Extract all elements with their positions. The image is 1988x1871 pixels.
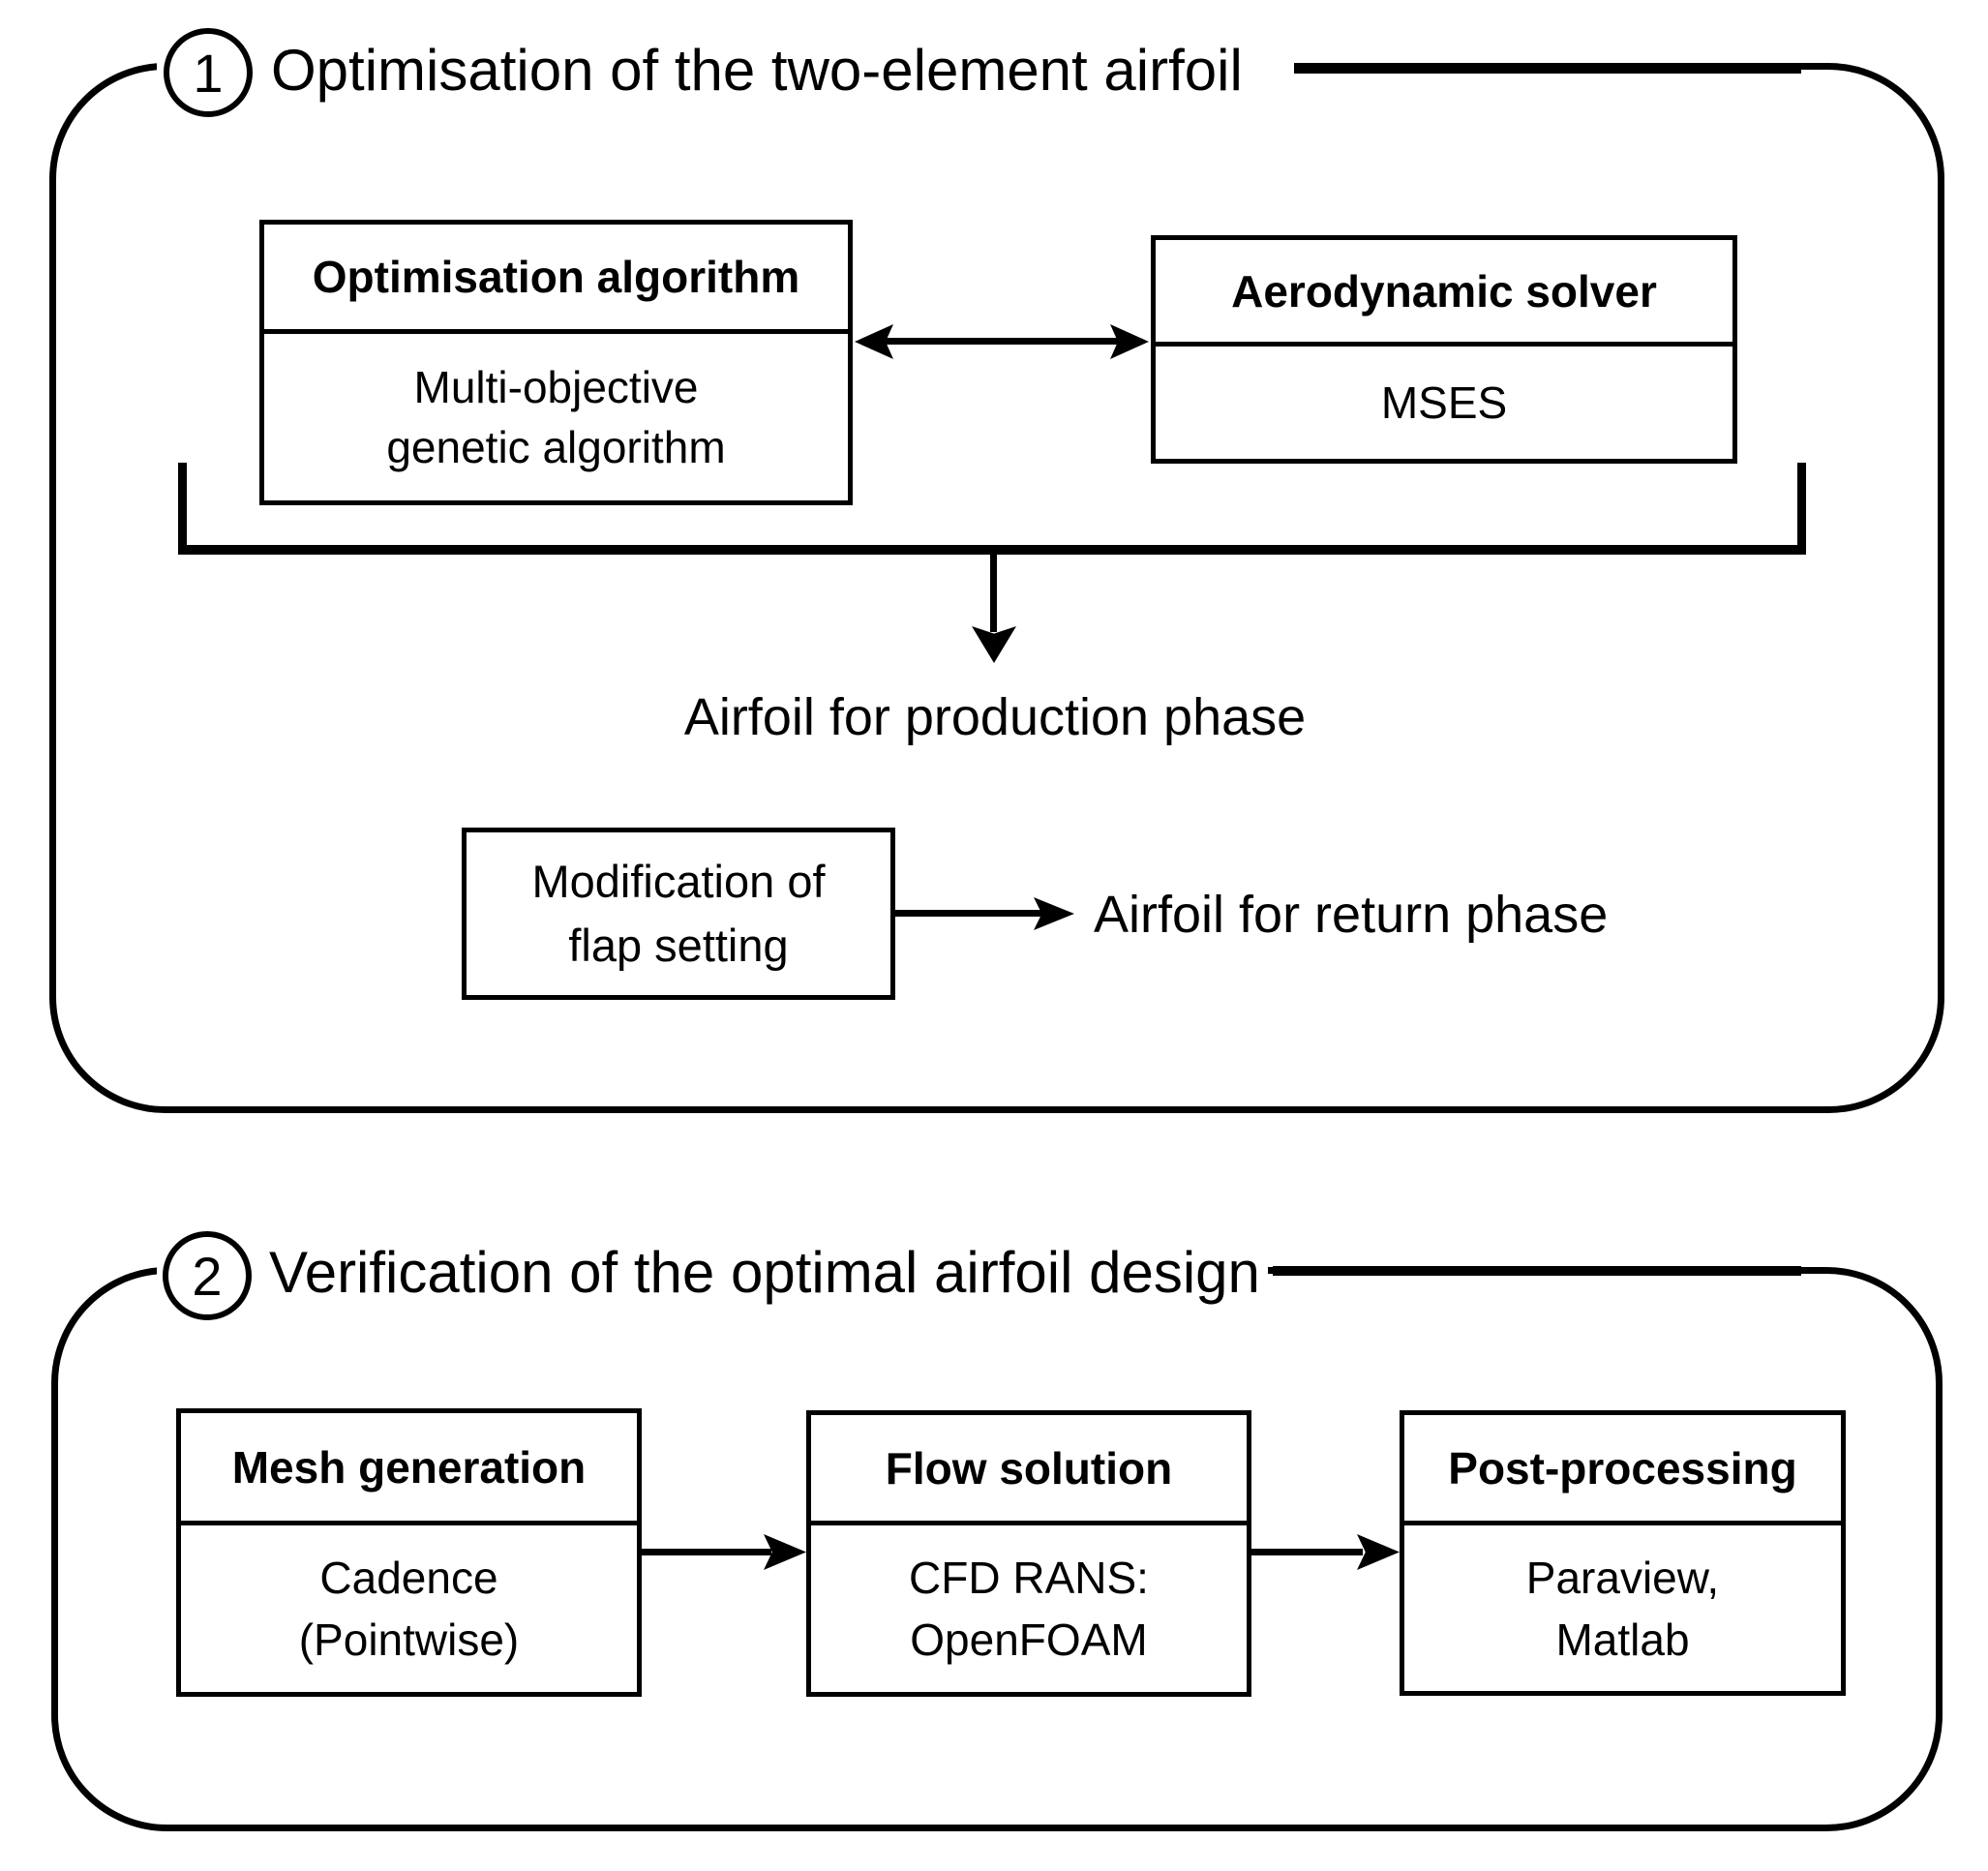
down-arrow-shaft [990, 555, 997, 632]
section-1-title: Optimisation of the two-element airfoil [263, 37, 1250, 105]
flow-solution-line1: CFD RANS: [909, 1553, 1149, 1603]
flow-solution-line2: OpenFOAM [910, 1614, 1148, 1665]
section-2-number: 2 [192, 1245, 223, 1307]
mesh-generation-box: Mesh generation Cadence (Pointwise) [176, 1408, 642, 1697]
mesh-generation-line2: (Pointwise) [298, 1614, 520, 1665]
return-arrow-shaft [895, 910, 1042, 917]
mesh-generation-body: Cadence (Pointwise) [181, 1525, 637, 1692]
flap-modification-box: Modification of flap setting [462, 828, 895, 1000]
post-processing-body: Paraview, Matlab [1404, 1525, 1841, 1691]
mesh-generation-line1: Cadence [319, 1553, 498, 1603]
section-2-number-badge: 2 [163, 1231, 252, 1320]
flow-to-post-arrow-shaft [1251, 1549, 1363, 1555]
aerodynamic-solver-header: Aerodynamic solver [1156, 240, 1732, 347]
aerodynamic-solver-box: Aerodynamic solver MSES [1151, 235, 1737, 464]
post-processing-header: Post-processing [1404, 1415, 1841, 1525]
collector-bracket-left [178, 463, 187, 555]
production-phase-label: Airfoil for production phase [683, 688, 1307, 746]
collector-bracket-right [1797, 463, 1806, 555]
return-phase-label: Airfoil for return phase [1094, 886, 1609, 944]
bidirectional-arrow-shaft [876, 338, 1118, 345]
optimisation-algorithm-body: Multi-objective genetic algorithm [264, 334, 848, 500]
optimisation-algorithm-line2: genetic algorithm [386, 422, 726, 472]
post-processing-box: Post-processing Paraview, Matlab [1400, 1410, 1846, 1696]
optimisation-algorithm-header: Optimisation algorithm [264, 225, 848, 334]
section-2-title-rule [1273, 1266, 1801, 1276]
aerodynamic-solver-body: MSES [1156, 347, 1732, 459]
flap-modification-line1: Modification of [531, 856, 826, 907]
post-processing-line2: Matlab [1555, 1614, 1690, 1665]
mesh-generation-header: Mesh generation [181, 1413, 637, 1525]
collector-bracket-bottom [178, 545, 1806, 555]
post-processing-line1: Paraview, [1525, 1552, 1720, 1603]
flow-solution-box: Flow solution CFD RANS: OpenFOAM [806, 1410, 1251, 1697]
optimisation-algorithm-line1: Multi-objective [413, 362, 699, 412]
flow-solution-body: CFD RANS: OpenFOAM [811, 1525, 1247, 1692]
section-1-number-badge: 1 [164, 28, 253, 117]
aerodynamic-solver-line1: MSES [1380, 377, 1508, 428]
flap-modification-body: Modification of flap setting [467, 832, 890, 995]
mesh-to-flow-arrow-shaft [642, 1549, 771, 1555]
flow-solution-header: Flow solution [811, 1415, 1247, 1525]
flap-modification-line2: flap setting [568, 920, 789, 971]
section-1-title-rule [1294, 64, 1801, 74]
optimisation-algorithm-box: Optimisation algorithm Multi-objective g… [259, 220, 853, 505]
section-2-title: Verification of the optimal airfoil desi… [261, 1239, 1268, 1307]
section-1-number: 1 [193, 42, 224, 104]
